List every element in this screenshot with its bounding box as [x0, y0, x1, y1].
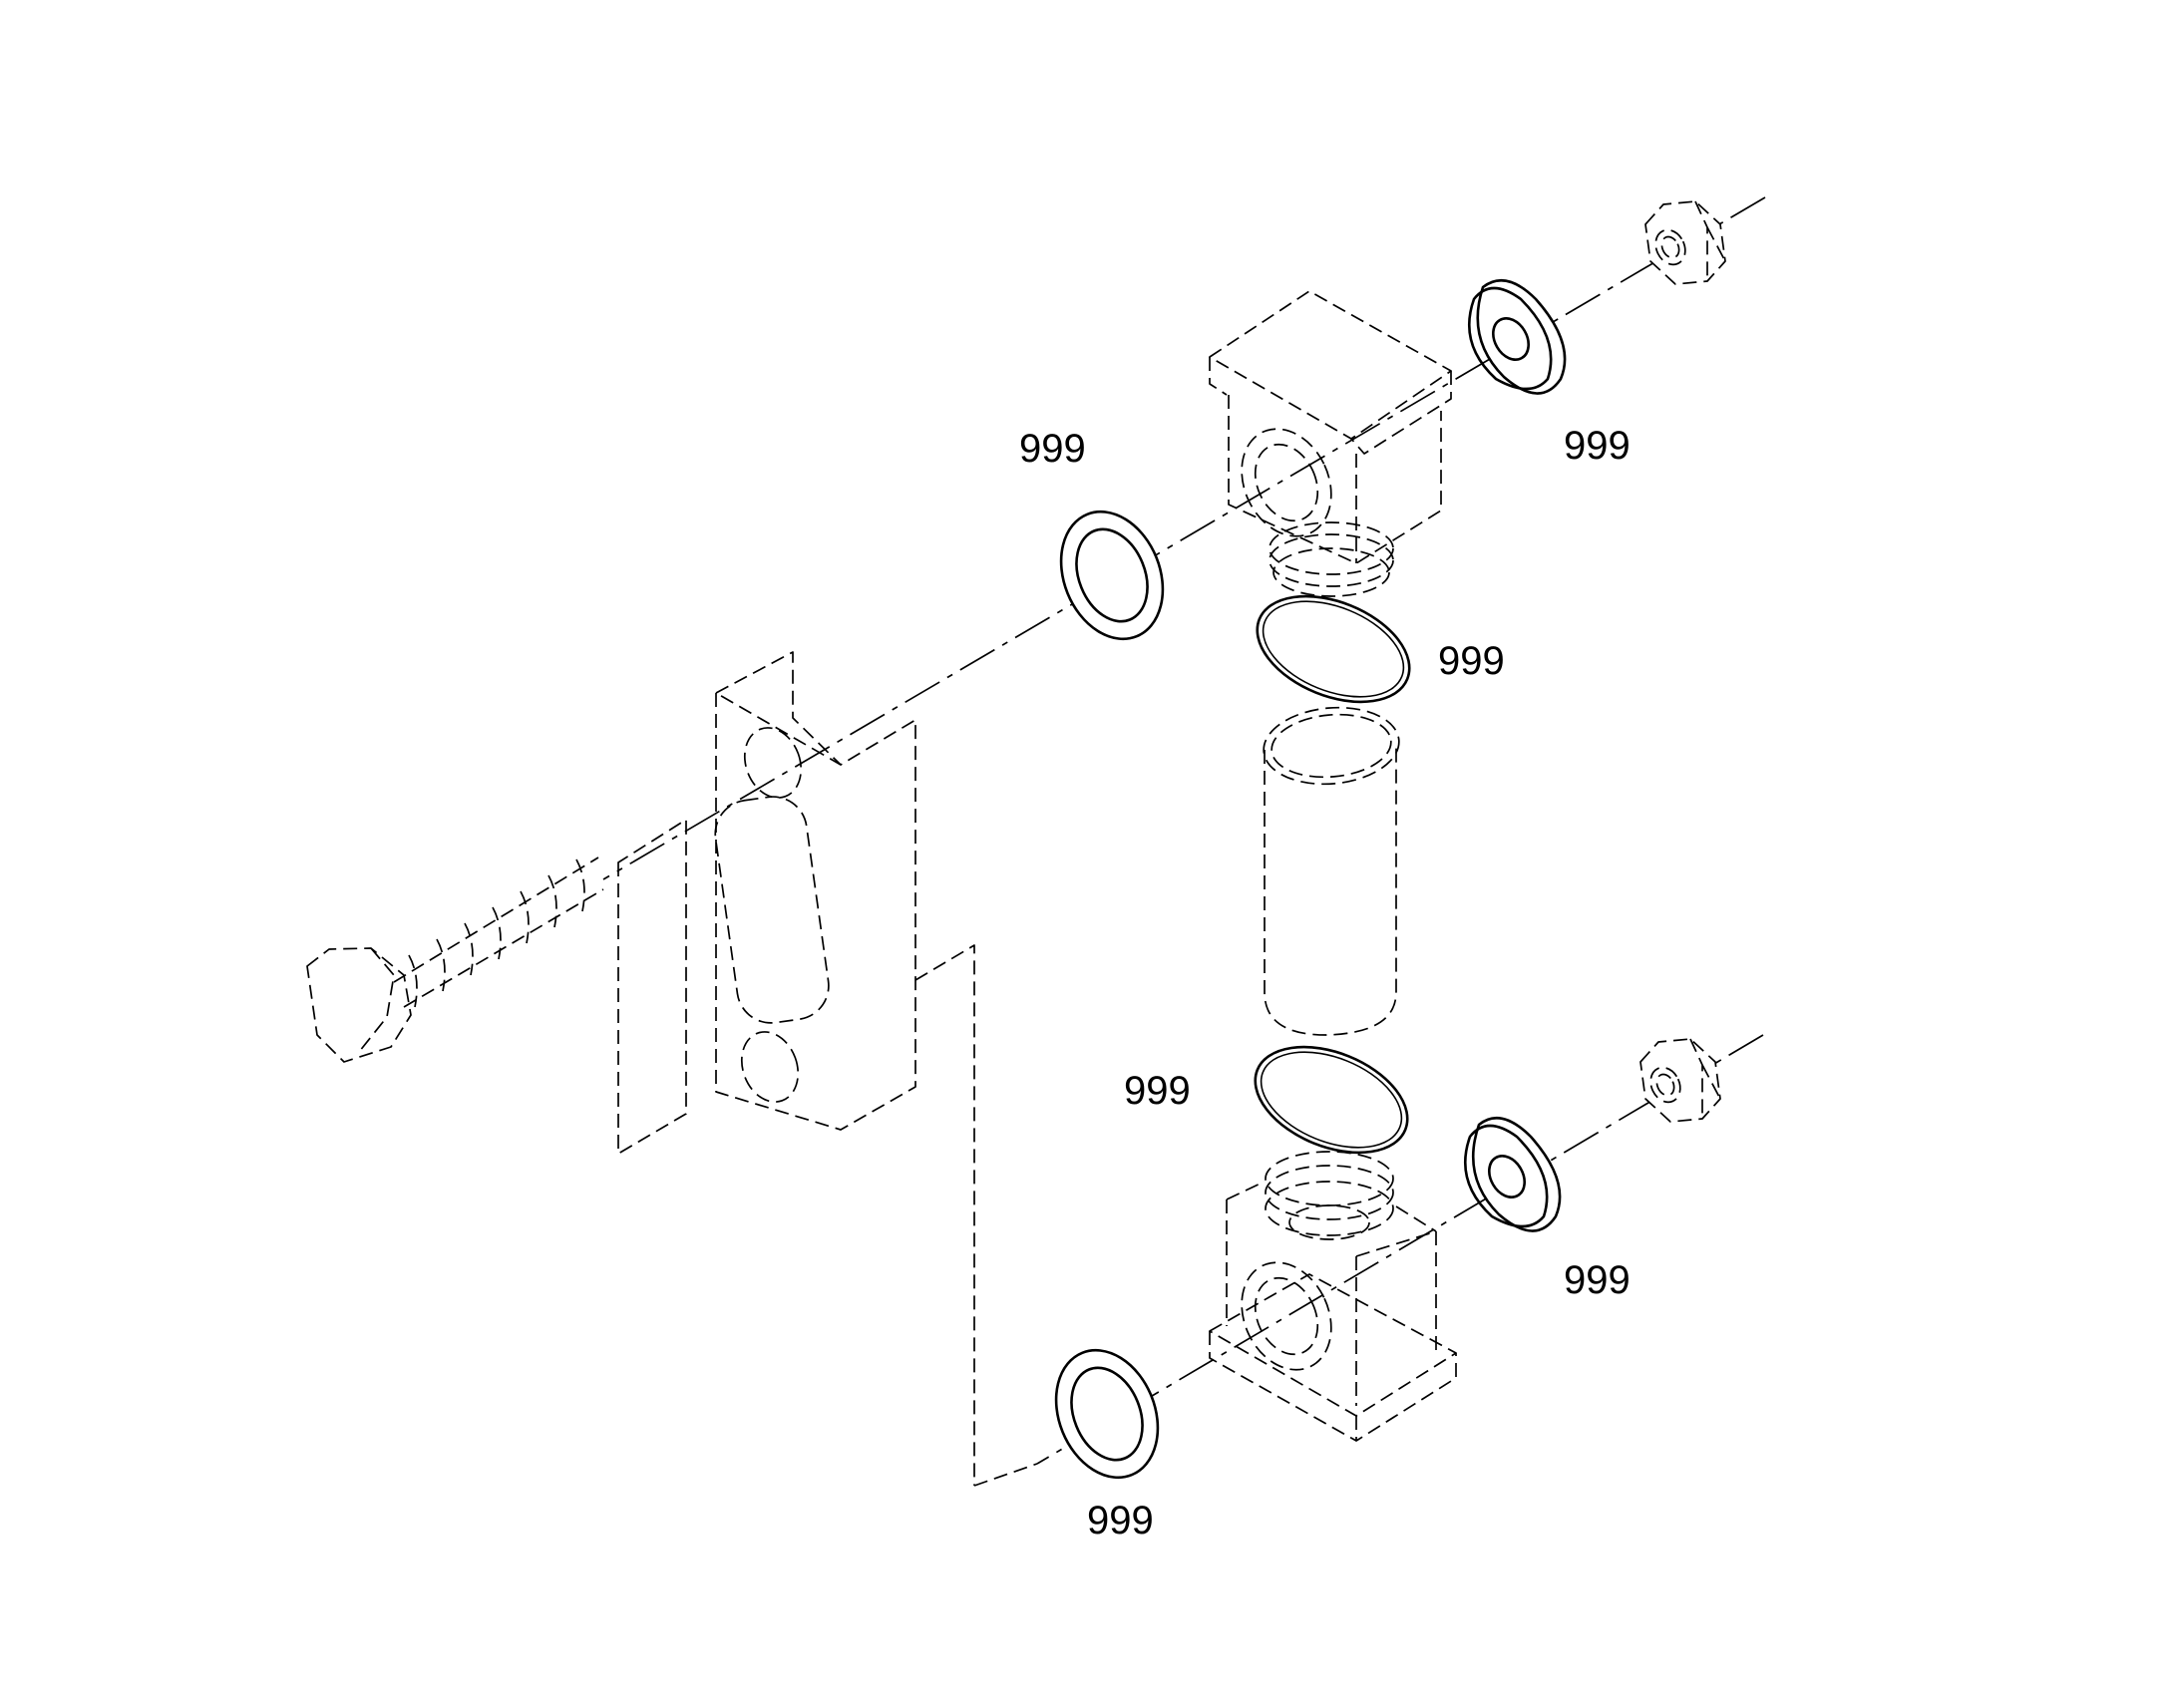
upper-fitting-port-inner [1254, 443, 1319, 522]
callout-upper-gasket: 999 [1019, 427, 1086, 471]
tube-top-inner [1271, 713, 1392, 779]
lower-fitting-port-outer [1241, 1261, 1332, 1371]
lower-o-ring [1254, 1045, 1409, 1155]
bracket-back-panel [617, 819, 687, 1155]
lower-thick-washer [1463, 1117, 1562, 1232]
upper-fitting-cap-sides [1209, 357, 1452, 455]
lower-flat-gasket [1054, 1348, 1160, 1480]
bracket-upper-hole [743, 727, 803, 799]
lower-fitting-base-sides [1209, 1331, 1457, 1442]
lower-center-line [1036, 1034, 1764, 1465]
bolt-threads [408, 858, 585, 1008]
upper-fitting-port-outer [1241, 428, 1332, 537]
callout-lower-washer: 999 [1564, 1258, 1631, 1302]
callout-labels: 999 999 999 999 999 999 [1019, 424, 1631, 1542]
callout-lower-o-ring: 999 [1124, 1069, 1191, 1113]
bolt-shank [393, 856, 604, 1008]
bracket-bottom-link [973, 1463, 1038, 1487]
lower-fitting-thread-3 [1265, 1181, 1394, 1236]
upper-thick-washer [1467, 279, 1567, 395]
upper-center-line [602, 196, 1766, 880]
lower-elbow-fitting [1209, 1151, 1457, 1442]
upper-o-ring [1256, 594, 1411, 704]
bracket-center-slot [714, 796, 830, 1024]
upper-fitting-cap-top [1209, 290, 1452, 440]
lower-hex-nut [1639, 1038, 1721, 1123]
callout-upper-washer: 999 [1564, 424, 1631, 468]
bracket-rear-flange [914, 944, 975, 1486]
bolt-hex-head [306, 947, 412, 1063]
lower-fitting-thread-2 [1265, 1165, 1394, 1220]
lower-fitting-body [1226, 1181, 1437, 1406]
upper-elbow-fitting [1209, 290, 1452, 597]
bracket-front-plate [715, 692, 916, 1131]
upper-fitting-thread-1 [1269, 521, 1394, 575]
center-lines [602, 196, 1766, 1465]
sight-glass-tube [1263, 706, 1400, 1036]
upper-fitting-thread-2 [1269, 533, 1394, 587]
mounting-bracket [617, 651, 1038, 1487]
lower-fitting-base-top [1209, 1273, 1457, 1417]
tube-body [1264, 746, 1397, 1036]
hex-bolt [306, 856, 604, 1063]
upper-fitting-body [1228, 395, 1442, 564]
upper-fitting-thread-3 [1272, 547, 1390, 597]
callout-lower-gasket: 999 [1087, 1499, 1154, 1542]
lower-fitting-thread-1 [1265, 1151, 1394, 1206]
upper-flat-gasket [1059, 510, 1165, 641]
bracket-lower-hole [740, 1031, 800, 1103]
lower-fitting-port-inner [1254, 1276, 1319, 1356]
lower-fitting-bore [1288, 1204, 1370, 1240]
callout-upper-o-ring: 999 [1438, 639, 1505, 683]
upper-hex-nut [1644, 200, 1726, 285]
bracket-top-flange [715, 651, 842, 766]
